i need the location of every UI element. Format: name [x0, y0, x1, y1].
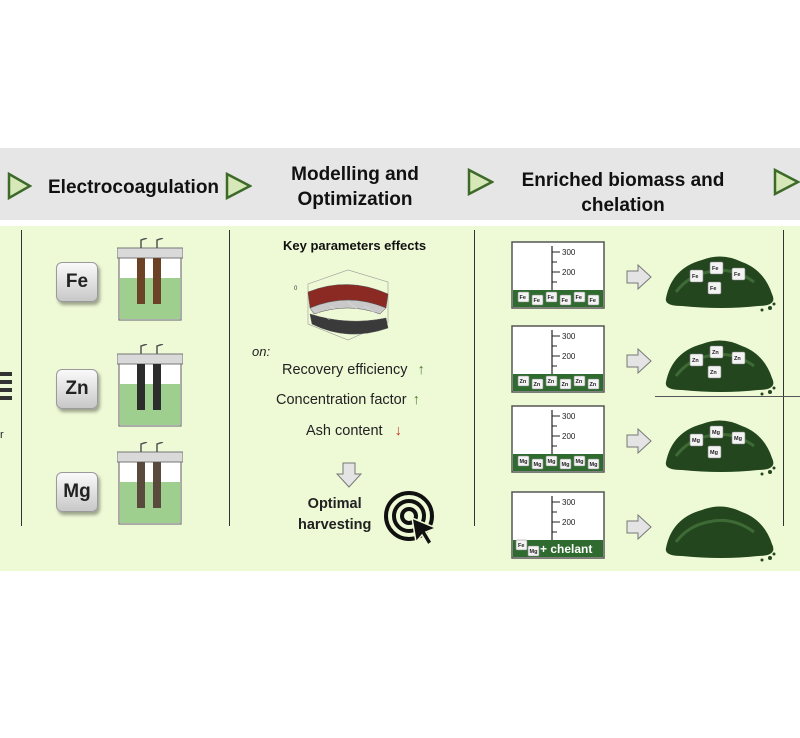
divider-left — [21, 230, 22, 526]
left-edge-fragment: r — [0, 372, 12, 441]
step-modelling-line2: Optimization — [297, 189, 413, 210]
biomass-powder-chelated — [665, 506, 776, 562]
svg-text:Zn: Zn — [520, 379, 527, 385]
svg-text:Fe: Fe — [520, 295, 526, 301]
optimal-line1: Optimal — [307, 496, 362, 512]
divider-far-right — [783, 230, 784, 526]
svg-text:Fe: Fe — [712, 266, 718, 272]
metal-badge-mg: Mg — [56, 472, 98, 512]
svg-text:Zn: Zn — [576, 379, 583, 385]
svg-text:Mg: Mg — [562, 462, 570, 468]
svg-text:Mg: Mg — [712, 430, 720, 436]
surface-plot-icon: 0 — [294, 269, 389, 341]
svg-text:Fe: Fe — [692, 274, 698, 280]
step-modelling-title: Modelling and Optimization — [280, 162, 430, 212]
step-electrocoagulation-title: Electrocoagulation — [48, 177, 220, 198]
on-label: on: — [252, 344, 271, 359]
svg-text:300: 300 — [562, 248, 576, 257]
metal-badge-fe: Fe — [56, 262, 98, 302]
svg-text:Fe: Fe — [534, 298, 540, 304]
ec-cell-fe — [117, 238, 183, 321]
effect-label: Concentration factor — [276, 392, 407, 408]
step-modelling-line1: Modelling and — [291, 164, 419, 185]
effect-recovery-efficiency: Recovery efficiency ↑ — [282, 362, 425, 378]
svg-text:Zn: Zn — [710, 370, 717, 376]
down-arrow-icon: ↓ — [394, 423, 402, 439]
svg-text:Mg: Mg — [590, 462, 598, 468]
svg-text:Zn: Zn — [534, 382, 541, 388]
svg-text:Mg: Mg — [534, 462, 542, 468]
optimal-line2: harvesting — [298, 517, 372, 533]
step-biomass-title: Enriched biomass and chelation — [518, 168, 728, 218]
svg-text:r: r — [0, 429, 4, 441]
effect-concentration-factor: Concentration factor ↑ — [276, 392, 420, 408]
svg-text:Zn: Zn — [590, 382, 597, 388]
divider-horizontal — [655, 396, 800, 397]
svg-text:Fe: Fe — [734, 272, 740, 278]
svg-text:Mg: Mg — [520, 459, 528, 465]
effect-label: Recovery efficiency — [282, 362, 408, 378]
svg-text:Mg: Mg — [692, 438, 700, 444]
right-arrow-icon — [626, 264, 652, 290]
chelant-label: + chelant — [540, 542, 593, 556]
svg-text:Fe: Fe — [518, 543, 524, 549]
svg-text:300: 300 — [562, 412, 576, 421]
process-header: Electrocoagulation Modelling and Optimiz… — [0, 148, 800, 220]
right-arrow-icon — [626, 348, 652, 374]
divider-middle — [229, 230, 230, 526]
svg-text:Zn: Zn — [692, 358, 699, 364]
svg-text:Fe: Fe — [576, 295, 582, 301]
metal-badge-zn: Zn — [56, 369, 98, 409]
ec-cell-mg — [117, 442, 183, 525]
svg-text:Fe: Fe — [562, 298, 568, 304]
step-biomass-line1: Enriched biomass and — [521, 170, 725, 191]
svg-text:200: 200 — [562, 518, 576, 527]
target-icon — [384, 491, 438, 547]
svg-text:Fe: Fe — [548, 295, 554, 301]
svg-text:Mg: Mg — [710, 450, 718, 456]
svg-text:200: 200 — [562, 268, 576, 277]
svg-text:200: 200 — [562, 352, 576, 361]
svg-text:Mg: Mg — [576, 459, 584, 465]
svg-text:Zn: Zn — [562, 382, 569, 388]
play-triangle-icon — [773, 168, 800, 196]
effect-ash-content: Ash content ↓ — [306, 423, 402, 439]
svg-text:Mg: Mg — [734, 436, 742, 442]
svg-text:Fe: Fe — [710, 286, 716, 292]
step-biomass-line2: chelation — [581, 195, 665, 216]
key-parameters-title: Key parameters effects — [283, 238, 427, 253]
svg-text:Fe: Fe — [590, 298, 596, 304]
down-arrow-icon — [336, 462, 362, 488]
up-arrow-icon: ↑ — [417, 362, 425, 378]
svg-text:0: 0 — [294, 286, 298, 292]
svg-text:Zn: Zn — [548, 379, 555, 385]
svg-text:Zn: Zn — [734, 356, 741, 362]
svg-text:Zn: Zn — [712, 350, 719, 356]
divider-right — [474, 230, 475, 526]
right-arrow-icon — [626, 514, 652, 540]
up-arrow-icon: ↑ — [412, 392, 420, 408]
ec-cell-zn — [117, 344, 183, 427]
svg-text:300: 300 — [562, 498, 576, 507]
right-arrow-icon — [626, 428, 652, 454]
process-panel: r Fe Zn Mg Key parameters effects — [0, 226, 800, 571]
cursor-icon — [411, 516, 438, 547]
play-triangle-icon — [225, 172, 252, 200]
svg-text:300: 300 — [562, 332, 576, 341]
svg-text:Mg: Mg — [548, 459, 556, 465]
effect-label: Ash content — [306, 423, 383, 439]
play-triangle-icon — [467, 168, 494, 196]
optimal-harvesting-label: Optimal harvesting — [298, 494, 371, 536]
svg-text:200: 200 — [562, 432, 576, 441]
play-triangle-icon — [7, 172, 32, 200]
svg-text:Mg: Mg — [530, 549, 538, 555]
